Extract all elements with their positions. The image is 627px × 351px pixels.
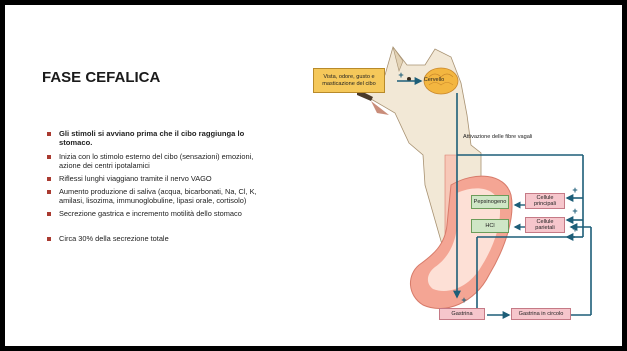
gastrin-box: Gastrina [439,308,485,320]
stimulus-box: Vista, odore, gusto e masticazione del c… [313,68,385,93]
plus-sign: + [459,295,469,305]
chief-cells-box: Cellule principali [525,193,565,209]
slide: FASE CEFALICA Gli stimoli si avviano pri… [5,5,622,346]
vagal-activation-label: Attivazione delle fibre vagali [463,132,573,142]
plus-sign: + [570,185,580,195]
plus-sign: + [396,70,406,80]
parietal-cells-box: Cellule parietali [525,217,565,233]
cephalic-phase-diagram [5,5,622,346]
pepsinogen-box: Pepsinogeno [471,195,509,209]
brain-label: Cervello [417,75,451,85]
circulating-gastrin-box: Gastrina in circolo [511,308,571,320]
plus-sign: + [570,206,580,216]
plus-sign: + [570,224,580,234]
hcl-box: HCl [471,219,509,233]
